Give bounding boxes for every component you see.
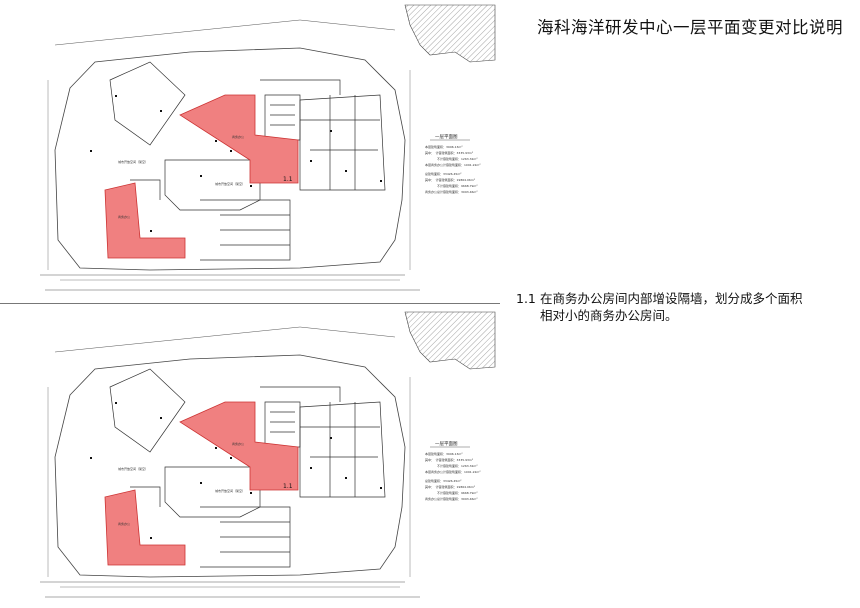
legend-line: 商务办公总计容建筑面积：3093.46m² (425, 496, 478, 501)
outer-road-line (40, 326, 420, 598)
legend-line: 其中： 计容建筑面积：19864.06m² (425, 484, 476, 489)
label-office-b: 商务办公 (118, 521, 130, 526)
legend-line: 其中： 计容建筑面积：3335.93m² (425, 150, 474, 155)
floor-plan-before: 一层平面图 本层建筑面积：3996.13m² 其中： 计容建筑面积：3335.9… (0, 307, 500, 607)
floor-plan-drawing: 一层平面图 本层建筑面积：3996.13m² 其中： 计容建筑面积：3335.9… (40, 4, 496, 291)
legend-line: 本层商务办公计容建筑面积：1091.22m² (425, 469, 481, 474)
plan-separator (0, 303, 500, 304)
legend-line: 商务办公总计容建筑面积：3093.46m² (425, 189, 478, 194)
legend-line: 其中： 计容建筑面积：19864.06m² (425, 177, 476, 182)
floor-plan-after: 一层平面图 本层建筑面积：3996.13m² 其中： 计容建筑面积：3335.9… (0, 0, 500, 300)
legend-line: 不计容建筑面积：1263.32m² (425, 463, 478, 468)
legend-line: 本层商务办公计容建筑面积：1091.22m² (425, 162, 481, 167)
section-mark: 1.1 (283, 483, 293, 490)
note-line: 相对小的商务办公房间。 (540, 308, 678, 323)
neighbor-building-hatch (404, 4, 496, 63)
area-legend: 一层平面图 本层建筑面积：3996.13m² 其中： 计容建筑面积：3335.9… (425, 441, 481, 501)
legend-line: 总建筑面积：33426.45m² (425, 478, 462, 483)
site-boundary (54, 354, 406, 578)
label-office-b: 商务办公 (118, 214, 130, 219)
dimension-lines (47, 377, 411, 588)
label-office-a: 商务办公 (232, 441, 244, 446)
dimension-lines (47, 70, 411, 281)
outer-road-line (40, 19, 420, 291)
note-line: 在商务办公房间内部增设隔墙，划分成多个面积 (540, 291, 803, 306)
office-highlight-b (104, 489, 186, 566)
legend-line: 不计容建筑面积：9668.79m² (425, 490, 478, 495)
legend-line: 总建筑面积：33426.45m² (425, 171, 462, 176)
floor-plan-drawing: 一层平面图 本层建筑面积：3996.13m² 其中： 计容建筑面积：3335.9… (40, 311, 496, 598)
legend-line: 本层建筑面积：3996.13m² (425, 144, 463, 149)
change-note: 1.1 在商务办公房间内部增设隔墙，划分成多个面积 相对小的商务办公房间。 (516, 290, 803, 324)
label-office-a: 商务办公 (232, 134, 244, 139)
office-highlight-a (179, 94, 299, 184)
section-mark: 1.1 (283, 176, 293, 183)
label-plaza: 城市开放空间（架空） (215, 181, 245, 186)
legend-line: 本层建筑面积：3996.13m² (425, 451, 463, 456)
legend-line: 其中： 计容建筑面积：3335.93m² (425, 457, 474, 462)
area-legend: 一层平面图 本层建筑面积：3996.13m² 其中： 计容建筑面积：3335.9… (425, 134, 481, 194)
label-courtyard: 城市开放空间（架空） (118, 466, 148, 471)
legend-line: 不计容建筑面积：1263.32m² (425, 156, 478, 161)
office-highlight-b (104, 182, 186, 259)
office-highlight-a (179, 401, 299, 491)
neighbor-building-hatch (404, 311, 496, 370)
label-courtyard: 城市开放空间（架空） (118, 159, 148, 164)
legend-title: 一层平面图 (435, 134, 458, 140)
page-title: 海科海洋研发中心一层平面变更对比说明 (537, 18, 843, 37)
note-number: 1.1 (516, 291, 536, 306)
label-plaza: 城市开放空间（架空） (215, 488, 245, 493)
legend-line: 不计容建筑面积：9668.79m² (425, 183, 478, 188)
legend-title: 一层平面图 (435, 441, 458, 447)
site-boundary (54, 47, 406, 271)
